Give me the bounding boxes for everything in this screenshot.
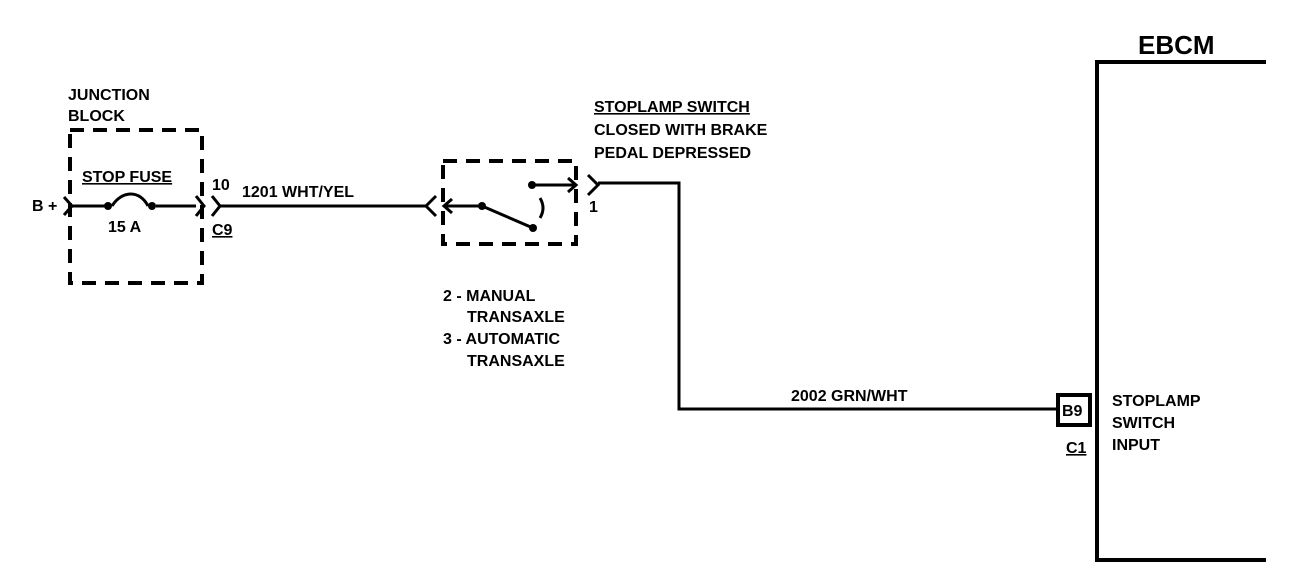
- ebcm-title: EBCM: [1138, 30, 1215, 60]
- stop-fuse-label: STOP FUSE: [82, 169, 172, 186]
- switch-input-terminal-icon: [423, 194, 438, 218]
- junction-block-title-line2: BLOCK: [68, 108, 125, 125]
- switch-contact-icon: [441, 176, 579, 232]
- connector-c9-terminal-icon: [210, 195, 222, 217]
- ebcm-input-line2: SWITCH: [1112, 415, 1175, 432]
- stoplamp-switch-desc-line2: PEDAL DEPRESSED: [594, 145, 751, 162]
- wire-2002-label: 2002 GRN/WHT: [791, 388, 908, 405]
- stoplamp-switch-outline: [441, 159, 578, 246]
- note-line3: 3 - AUTOMATIC: [443, 331, 560, 348]
- wire-1201-label: 1201 WHT/YEL: [242, 184, 354, 201]
- connector-pin-b9: B9: [1062, 403, 1083, 420]
- fuse-rating-label: 15 A: [108, 219, 142, 236]
- ebcm-input-line1: STOPLAMP: [1112, 393, 1201, 410]
- stoplamp-switch-desc-line1: CLOSED WITH BRAKE: [594, 122, 768, 139]
- stoplamp-switch-title: STOPLAMP SWITCH: [594, 99, 750, 116]
- connector-pin-10: 10: [212, 177, 230, 194]
- power-input-terminal-icon: [62, 196, 75, 216]
- battery-positive-label: B +: [32, 198, 57, 215]
- connector-c9-label: C9: [212, 222, 233, 239]
- junction-block-title-line1: JUNCTION: [68, 87, 150, 104]
- wire-2002: [598, 181, 1058, 411]
- ebcm-module-outline: [1095, 60, 1266, 562]
- junction-out-terminal-icon: [194, 195, 206, 217]
- ebcm-input-line3: INPUT: [1112, 437, 1160, 454]
- note-line4: TRANSAXLE: [467, 353, 565, 370]
- connector-c1-label: C1: [1066, 440, 1087, 457]
- note-line1: 2 - MANUAL: [443, 288, 536, 305]
- fuse-icon: [72, 192, 196, 210]
- note-line2: TRANSAXLE: [467, 309, 565, 326]
- connector-b9-box: [1056, 393, 1092, 427]
- switch-output-terminal-icon: [586, 173, 601, 197]
- switch-pin-1: 1: [589, 199, 598, 216]
